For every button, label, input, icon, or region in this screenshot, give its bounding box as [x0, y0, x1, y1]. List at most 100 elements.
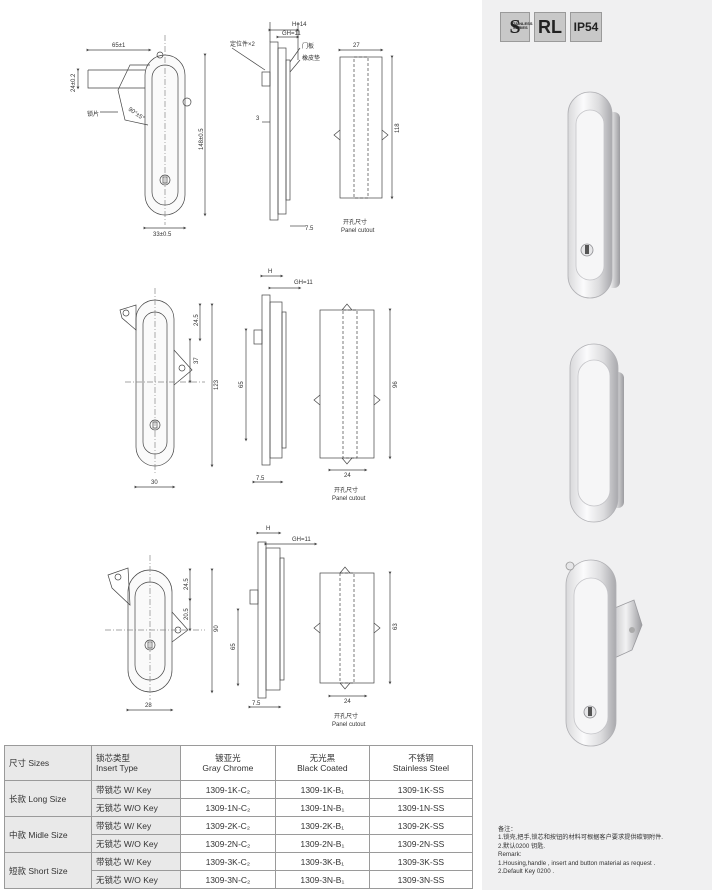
cutout-label-cn: 开孔尺寸 [334, 486, 358, 494]
short-handle-photo [565, 559, 643, 747]
remarks-title-cn: 备注： [498, 826, 517, 833]
dim-24-5: 24.5 [194, 314, 200, 326]
insert-cell: 无锁芯 W/O Key [91, 834, 181, 853]
dim-33: 33±0.5 [153, 232, 172, 238]
dim-65: 65±1 [112, 43, 126, 49]
black-cell: 1309-2N-B₁ [274, 834, 370, 853]
header-ss-cn: 不锈钢 [408, 753, 434, 763]
gray-cell: 1309-2N-C₂ [180, 834, 276, 853]
header-sizes-cn: 尺寸 [9, 758, 27, 768]
spec-table: 尺寸 Sizes 锁芯类型 Insert Type 镀亚光 Gray Chrom… [4, 745, 474, 889]
stainless-badge-sub: TAINLESS SERIES [513, 22, 532, 30]
dim-24-5: 24.5 [184, 578, 190, 590]
table-row: 无锁芯 W/O Key 1309-1N-C₂ 1309-1N-B₁ 1309-1… [5, 798, 474, 817]
dim-h: H [266, 526, 270, 532]
remarks-line2-en: 2.Default Key 0200 . [498, 868, 555, 876]
cutout-label-en: Panel cutout [332, 722, 366, 728]
dim-90: 90 [214, 625, 220, 632]
ss-cell: 1309-1K-SS [368, 780, 474, 799]
dim-65: 65 [231, 643, 237, 650]
drawing2-front-view [119, 288, 214, 489]
insert-cell: 无锁芯 W/O Key [91, 870, 181, 889]
cutout-label-cn: 开孔尺寸 [334, 712, 358, 720]
long-handle-photo [567, 91, 620, 299]
header-gray-cn: 镀亚光 [215, 753, 241, 763]
table-row: 长款 Long Size 带锁芯 W/ Key 1309-1K-C₂ 1309-… [4, 780, 474, 817]
label-positioner: 定位件×2 [230, 40, 256, 48]
dim-65: 65 [239, 381, 245, 388]
header-black-en: Black Coated [297, 763, 348, 773]
cutout-height-63: 63 [393, 623, 399, 630]
header-sizes: 尺寸 Sizes [4, 745, 92, 781]
gray-cell: 1309-3N-C₂ [180, 870, 276, 889]
ss-cell: 1309-2N-SS [368, 834, 474, 853]
header-ss-en: Stainless Steel [392, 763, 450, 773]
cutout-width-24: 24 [344, 473, 351, 479]
header-black: 无光黑 Black Coated [274, 745, 370, 781]
drawing1-front-view [76, 35, 207, 230]
dim-28: 28 [145, 703, 152, 709]
cutout-height-96: 96 [393, 381, 399, 388]
gray-cell: 1309-2K-C₂ [180, 816, 276, 835]
drawing3-cutout [313, 566, 392, 698]
label-door: 门板 [302, 42, 314, 50]
dim-37: 37 [194, 357, 200, 364]
label-angle: 90°±5° [127, 107, 146, 123]
drawing2-cutout [313, 303, 392, 472]
table-row: 中款 Midle Size 带锁芯 W/ Key 1309-2K-C₂ 1309… [4, 816, 474, 853]
header-insert: 锁芯类型 Insert Type [91, 745, 181, 781]
header-sizes-en: Sizes [28, 758, 50, 768]
insert-cell: 带锁芯 W/ Key [91, 780, 181, 799]
dim-h14: H=14 [292, 22, 307, 28]
technical-drawings: 65±1 24±0.2 锁片 90°±5° 148±0.5 33±0.5 定位件… [71, 22, 401, 728]
rl-badge: RL [534, 12, 566, 42]
dim-gh11: GH=11 [292, 537, 311, 543]
black-cell: 1309-1K-B₁ [274, 780, 370, 799]
black-cell: 1309-2K-B₁ [274, 816, 370, 835]
gray-cell: 1309-3K-C₂ [180, 852, 276, 871]
size-cell: 长款 Long Size [4, 780, 92, 817]
size-cell: 中款 Midle Size [4, 816, 92, 853]
dim-123: 123 [214, 379, 220, 390]
cutout-height-118: 118 [395, 123, 401, 133]
drawing1-cutout [333, 48, 394, 200]
header-insert-en: Insert Type [96, 763, 138, 773]
remarks: 备注： 1.锁壳,把手,锁芯和按钮的材料可根据客户要求提供碳钢附件. 2.默认0… [498, 826, 663, 876]
product-illustrations [565, 91, 643, 747]
cutout-width-24: 24 [344, 699, 351, 705]
label-lock-plate: 锁片 [87, 110, 99, 118]
table-row: 无锁芯 W/O Key 1309-3N-C₂ 1309-3N-B₁ 1309-3… [5, 870, 474, 889]
drawing3-front-view [105, 555, 214, 712]
ss-cell: 1309-3K-SS [368, 852, 474, 871]
header-gray: 镀亚光 Gray Chrome [180, 745, 276, 781]
label-gasket: 橡皮垫 [302, 54, 320, 62]
ip54-badge: IP54 [570, 12, 602, 42]
dim-gh11: GH=11 [294, 280, 313, 286]
dim-7-5: 7.5 [256, 476, 265, 482]
gray-cell: 1309-1N-C₂ [180, 798, 276, 817]
insert-cell: 带锁芯 W/ Key [91, 852, 181, 871]
dim-3: 3 [256, 116, 260, 122]
dim-7-5: 7.5 [252, 701, 261, 707]
remarks-title-en: Remark: [498, 851, 522, 859]
cutout-label-en: Panel cutout [332, 496, 366, 502]
insert-cell: 带锁芯 W/ Key [91, 816, 181, 835]
table-row: 无锁芯 W/O Key 1309-2N-C₂ 1309-2N-B₁ 1309-2… [5, 834, 474, 853]
black-cell: 1309-3K-B₁ [274, 852, 370, 871]
stainless-badge-sub1: TAINLESS [513, 21, 533, 26]
middle-handle-photo [569, 343, 624, 523]
drawing1-side-view [231, 22, 306, 227]
header-insert-cn: 锁芯类型 [96, 753, 131, 763]
remarks-line1-cn: 1.锁壳,把手,锁芯和按钮的材料可根据客户要求提供碳钢附件. [498, 834, 664, 842]
header-ss: 不锈钢 Stainless Steel [368, 745, 474, 781]
stainless-series-badge: S TAINLESS SERIES [500, 12, 532, 42]
remarks-line1-en: 1.Housing,handle , insert and button mat… [498, 859, 656, 867]
header-black-cn: 无光黑 [309, 753, 336, 763]
stainless-badge-letter: S [509, 15, 521, 38]
table-row: 短款 Short Size 带锁芯 W/ Key 1309-3K-C₂ 1309… [4, 852, 474, 889]
dim-7-5: 7.5 [305, 226, 314, 232]
certification-badges: S TAINLESS SERIES RL IP54 [500, 12, 602, 42]
remarks-line2-cn: 2.默认0200 钥匙. [498, 842, 546, 850]
drawing2-side-view [244, 274, 302, 484]
header-gray-en: Gray Chrome [202, 763, 254, 773]
